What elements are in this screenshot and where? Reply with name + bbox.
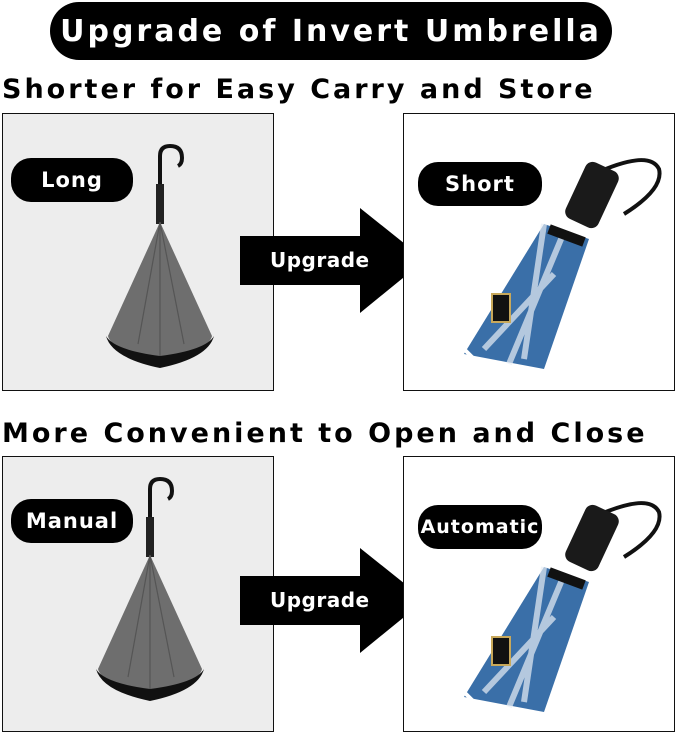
short-label: Short <box>445 172 515 196</box>
section-heading-open-close: More Convenient to Open and Close <box>2 418 648 449</box>
long-umbrella-image <box>106 144 214 368</box>
long-label: Long <box>41 168 103 192</box>
title-banner: Upgrade of Invert Umbrella <box>50 2 612 60</box>
long-umbrella-panel: Long <box>2 113 274 391</box>
upgrade-label-2: Upgrade <box>270 588 370 612</box>
short-umbrella-image <box>452 158 662 369</box>
manual-label: Manual <box>25 509 119 533</box>
upgrade-arrow-2: Upgrade <box>240 548 425 653</box>
short-label-badge: Short <box>418 162 542 206</box>
upgrade-label-1: Upgrade <box>270 248 370 272</box>
section-heading-carry: Shorter for Easy Carry and Store <box>2 74 596 105</box>
manual-umbrella-image <box>96 477 204 701</box>
automatic-umbrella-image <box>452 501 662 712</box>
automatic-label: Automatic <box>420 516 540 538</box>
arrow-right-icon <box>240 548 425 653</box>
banner-title: Upgrade of Invert Umbrella <box>60 13 602 49</box>
manual-label-badge: Manual <box>11 499 133 543</box>
automatic-label-badge: Automatic <box>418 505 542 549</box>
arrow-right-icon <box>240 208 425 313</box>
upgrade-arrow-1: Upgrade <box>240 208 425 313</box>
automatic-umbrella-panel: Automatic <box>403 456 675 732</box>
manual-umbrella-panel: Manual <box>2 456 274 732</box>
short-umbrella-panel: Short <box>403 113 675 391</box>
long-label-badge: Long <box>11 158 133 202</box>
